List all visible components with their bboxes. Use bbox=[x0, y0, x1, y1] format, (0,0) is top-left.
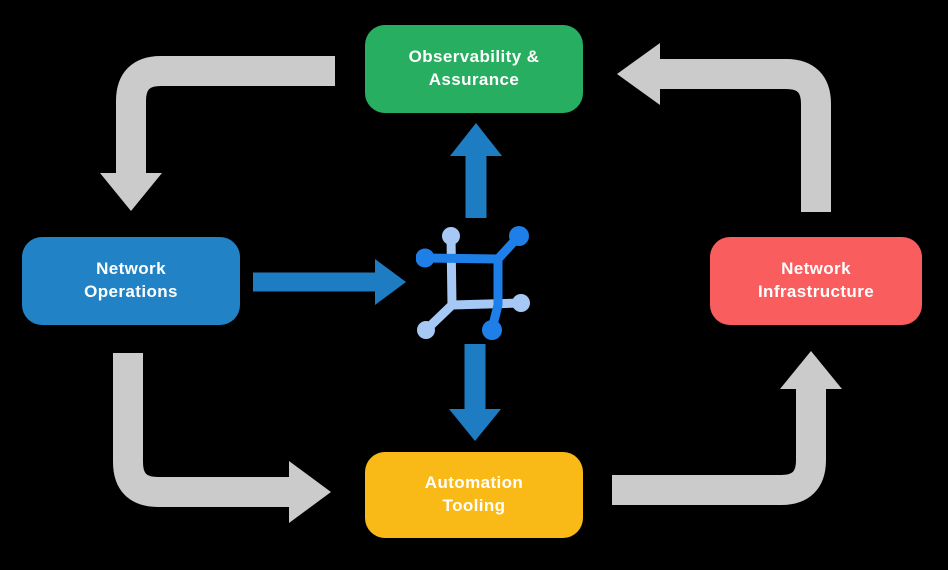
arrow-operations-to-center bbox=[253, 259, 406, 305]
node-label-line: Tooling bbox=[442, 496, 506, 515]
arrow-center-to-automation bbox=[449, 344, 501, 441]
node-label-line: Observability & bbox=[408, 47, 540, 67]
node-label-line: Network bbox=[781, 259, 851, 279]
arrow-automation-to-infrastructure bbox=[612, 351, 842, 505]
node-network-infrastructure: Network Infrastructure bbox=[710, 237, 922, 325]
node-network-operations: Network Operations bbox=[22, 237, 240, 325]
node-label-line: Infrastructure bbox=[757, 282, 875, 301]
node-automation-tooling: Automation Tooling bbox=[365, 452, 583, 538]
arrow-infrastructure-to-observability bbox=[617, 43, 831, 212]
network-mesh-icon bbox=[416, 226, 530, 340]
arrow-center-to-observability bbox=[450, 123, 502, 218]
node-label-line: Automation bbox=[424, 473, 524, 493]
node-label-line: Assurance bbox=[428, 70, 520, 89]
node-observability-assurance: Observability & Assurance bbox=[365, 25, 583, 113]
node-label-line: Network bbox=[96, 259, 166, 279]
arrow-operations-to-automation bbox=[113, 353, 331, 523]
node-label-line: Operations bbox=[84, 282, 178, 301]
arrow-observability-to-operations bbox=[100, 56, 335, 211]
